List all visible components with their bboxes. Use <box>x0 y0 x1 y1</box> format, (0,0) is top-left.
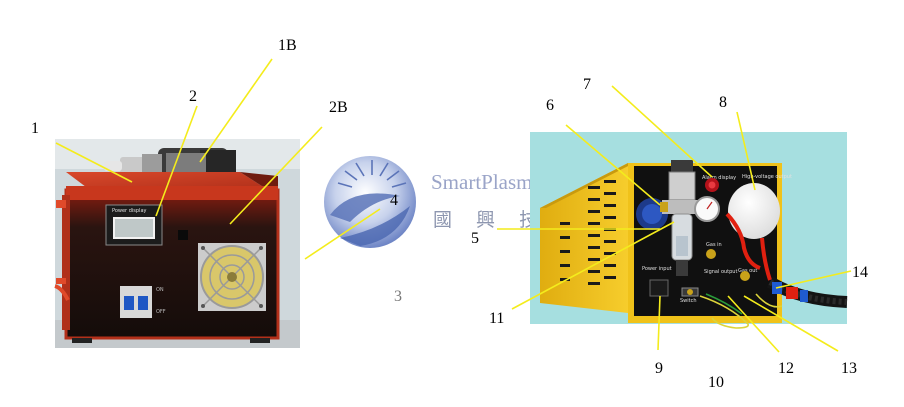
leader-6 <box>565 124 661 206</box>
callout-2: 2 <box>189 88 197 105</box>
callout-9: 9 <box>655 360 663 377</box>
logo-swoosh-bottom <box>340 206 410 246</box>
gas-tube <box>725 212 761 270</box>
leader-11 <box>511 221 675 310</box>
callout-2b: 2B <box>329 99 348 116</box>
logo-swoosh-top <box>330 193 400 222</box>
callout-13: 13 <box>841 360 857 377</box>
logo-brand-name: SmartPlasma <box>431 170 543 194</box>
filter-regulator <box>660 160 702 276</box>
signal-wire <box>699 295 750 329</box>
leader-2b <box>229 126 323 225</box>
alarm-display-label: Alarm display <box>702 175 736 181</box>
leader-12 <box>727 295 780 353</box>
case-side-panel <box>540 163 628 313</box>
leader-8 <box>736 111 756 191</box>
case-top-band <box>66 186 278 200</box>
callout-4: 4 <box>390 192 398 209</box>
callout-11: 11 <box>489 310 504 327</box>
hv-output-label: High-voltage output <box>742 174 792 180</box>
signal-output-label: Signal output <box>704 269 737 275</box>
callout-5: 5 <box>471 230 479 247</box>
case-top <box>66 172 268 190</box>
gas-out-label: Gas out <box>738 268 757 274</box>
smartplasma-logo: SmartPlasma 國 興 技 術 <box>324 156 581 248</box>
leader-7 <box>611 85 713 178</box>
leader-lines <box>55 58 852 353</box>
leader-4 <box>304 208 381 260</box>
leader-9 <box>657 295 661 351</box>
callout-3: 3 <box>394 288 402 305</box>
power-input-label: Power input <box>642 266 672 272</box>
left-device-photo: Power display ON OFF <box>54 139 300 348</box>
breaker-off-label: OFF <box>156 309 166 315</box>
leader-14 <box>775 270 852 289</box>
breaker-on-label: ON <box>156 287 164 293</box>
callout-10: 10 <box>708 374 724 391</box>
breaker-switch: ON OFF <box>120 286 166 318</box>
callout-8: 8 <box>719 94 727 111</box>
callout-1: 1 <box>31 120 39 137</box>
switch-label: Switch <box>680 298 697 304</box>
callout-12: 12 <box>778 360 794 377</box>
leader-1 <box>55 142 133 183</box>
callout-6: 6 <box>546 97 554 114</box>
power-input-socket <box>649 279 669 297</box>
pressure-gauge <box>694 196 720 222</box>
leader-13 <box>743 295 839 352</box>
leader-2 <box>155 105 198 217</box>
gas-in-label: Gas in <box>706 242 722 248</box>
power-display: Power display <box>105 204 163 246</box>
power-display-label: Power display <box>112 208 147 214</box>
callout-7: 7 <box>583 76 591 93</box>
hv-output-insulator <box>728 183 780 239</box>
callout-1b: 1B <box>278 37 297 54</box>
logo-rays <box>337 160 407 188</box>
callout-labels: 1 1B 2 2B 3 4 5 6 7 8 9 10 11 12 13 14 <box>31 37 868 391</box>
right-device-photo: Alarm display High-voltage output Gas in… <box>530 132 848 329</box>
cooling-fan <box>198 243 266 311</box>
leader-1b <box>199 58 273 163</box>
callout-14: 14 <box>852 264 868 281</box>
